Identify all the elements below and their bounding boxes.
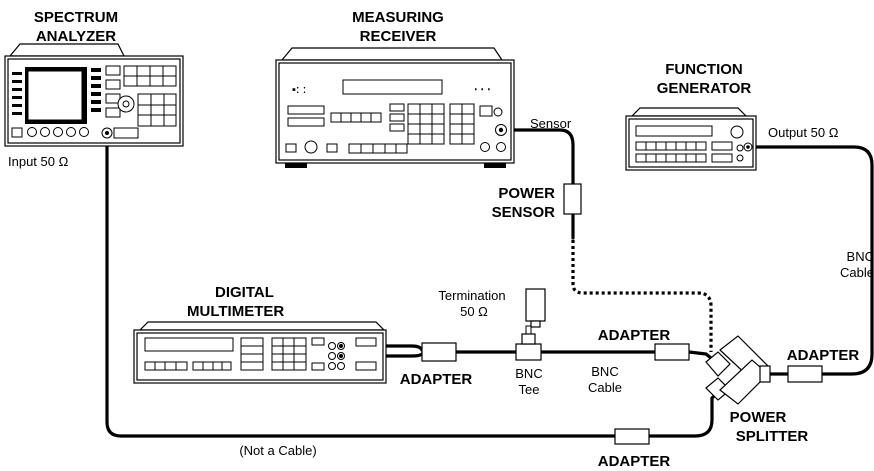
bnc-tee xyxy=(515,325,542,361)
termination xyxy=(525,288,546,328)
adapter-tee-right-label: ADAPTER xyxy=(598,327,671,344)
bnc-cable-right-label-line1: BNC xyxy=(847,249,874,264)
adapter-dmm xyxy=(421,342,457,362)
function-generator xyxy=(625,107,757,171)
adapter-splitter-right xyxy=(787,365,823,383)
spectrum-analyzer-label-line2: ANALYZER xyxy=(36,28,116,45)
power-splitter-label-line2: SPLITTER xyxy=(736,428,809,445)
function-generator-label-line2: GENERATOR xyxy=(657,80,752,97)
power-sensor-label-line1: POWER xyxy=(498,185,555,202)
bnc-cable-mid-label-line2: Cable xyxy=(588,380,622,395)
adapter-splitter-right-label: ADAPTER xyxy=(787,347,860,364)
cable-bnc-to-function-generator xyxy=(748,145,874,376)
digital-multimeter xyxy=(133,321,387,384)
termination-label-line1: Termination xyxy=(438,288,505,303)
adapter-dmm-label: ADAPTER xyxy=(400,371,473,388)
digital-multimeter-label-line1: DIGITAL xyxy=(215,284,274,301)
bnc-cable-right-label-line2: Cable xyxy=(840,265,874,280)
digital-multimeter-label-line2: MULTIMETER xyxy=(187,303,284,320)
bnc-cable-mid-label-line1: BNC xyxy=(591,364,618,379)
cable-power-sensor xyxy=(503,128,575,186)
svg-text:▪ː ː: ▪ː ː xyxy=(292,84,306,96)
spectrum-analyzer xyxy=(4,43,184,147)
cable-spectrum-to-splitter xyxy=(105,144,724,438)
not-a-cable-label: (Not a Cable) xyxy=(239,443,316,458)
function-generator-label-line1: FUNCTION xyxy=(665,61,743,78)
spectrum-analyzer-label-line1: SPECTRUM xyxy=(34,9,118,26)
svg-text:⋅ ⋅ ⋅: ⋅ ⋅ ⋅ xyxy=(474,84,491,96)
termination-label-line2: 50 Ω xyxy=(460,304,488,319)
measuring-receiver-label-line1: MEASURING xyxy=(352,9,444,26)
bnc-tee-label-line2: Tee xyxy=(519,382,540,397)
input-label: Input 50 Ω xyxy=(8,154,69,169)
power-splitter-label-line1: POWER xyxy=(730,409,787,426)
bnc-tee-label-line1: BNC xyxy=(515,366,542,381)
measuring-receiver-label-line2: RECEIVER xyxy=(360,28,437,45)
power-sensor-label-line2: SENSOR xyxy=(492,204,556,221)
dotted-link-sensor-to-splitter xyxy=(571,240,713,352)
adapter-tee-right xyxy=(654,343,690,361)
power-sensor xyxy=(563,183,582,215)
output-label: Output 50 Ω xyxy=(768,125,839,140)
measuring-receiver: ▪ː ː ⋅ ⋅ ⋅ xyxy=(275,47,515,168)
power-splitter xyxy=(705,335,771,405)
adapter-bottom-label: ADAPTER xyxy=(598,453,671,470)
adapter-bottom xyxy=(614,428,650,445)
sensor-label: Sensor xyxy=(530,116,572,131)
